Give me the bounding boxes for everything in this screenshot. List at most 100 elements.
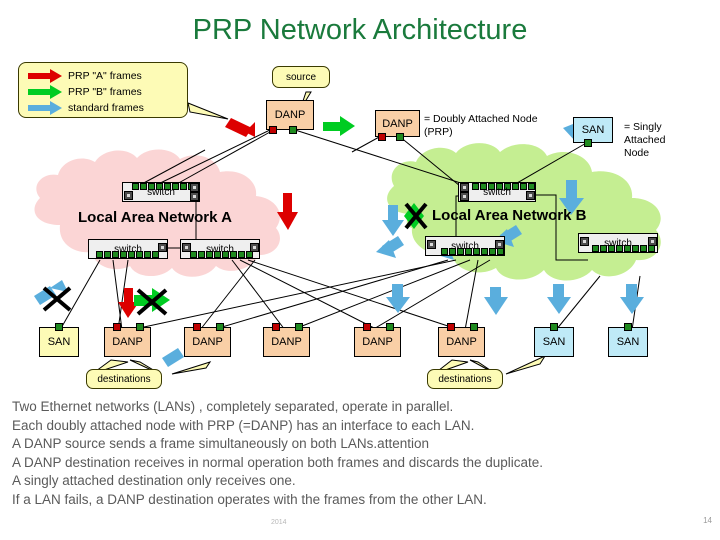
destination-node-4-label: DANP [271, 336, 302, 348]
blue-arrow-lan-b-1 [559, 180, 584, 215]
switch-lan-b-bl-ports [441, 248, 504, 255]
blue-arrow-lan-b-8 [34, 280, 68, 305]
green-arrow-source [323, 116, 355, 136]
green-arrow-icon [28, 85, 62, 99]
switch-lan-b-bl-sideport-right [495, 240, 504, 249]
destination-node-4-port-a [272, 323, 280, 331]
description-line-3: A DANP source sends a frame simultaneous… [12, 436, 429, 452]
destination-node-3-port-b [216, 323, 224, 331]
destination-node-1-san[interactable]: SAN [39, 327, 79, 357]
key-san-node: SAN [573, 117, 613, 143]
switch-lan-a-top-ports [132, 183, 195, 190]
destination-node-3-port-a [193, 323, 201, 331]
destination-node-8-label: SAN [616, 336, 640, 348]
x-mark-blue-left [42, 286, 72, 312]
failure-x-marks [42, 202, 428, 316]
key-danp-definition: = Doubly Attached Node (PRP) [424, 113, 538, 138]
cloud-label-lan-b: Local Area Network B [432, 207, 587, 224]
destination-node-3-danp[interactable]: DANP [184, 327, 231, 357]
legend-row-prp-b: PRP "B" frames [28, 84, 144, 100]
switch-lan-a-br-sideport-left [182, 243, 191, 252]
legend-rows: PRP "A" frames PRP "B" frames standard f… [28, 68, 144, 116]
source-danp-node[interactable]: DANP [266, 100, 314, 130]
source-danp-label: DANP [274, 109, 306, 121]
destination-node-1-port [55, 323, 63, 331]
description-line-4: A DANP destination receives in normal op… [12, 454, 544, 470]
switch-lan-b-bottom-left-label: switch [451, 240, 479, 252]
x-mark-green-left [136, 288, 168, 316]
destination-node-6-danp[interactable]: DANP [438, 327, 485, 357]
switch-lan-b-bottom-right-label: switch [604, 237, 632, 249]
red-arrow-source [225, 118, 255, 137]
destination-node-7-port [550, 323, 558, 331]
switch-lan-a-bottom-left-label: switch [114, 243, 142, 255]
blue-arrow-lan-b-3 [376, 236, 404, 258]
blue-arrow-lan-b-7 [386, 284, 410, 313]
key-san-port [584, 139, 592, 147]
blue-arrow-lan-b-6 [484, 287, 508, 315]
destination-node-8-san[interactable]: SAN [608, 327, 648, 357]
destination-node-8-port [624, 323, 632, 331]
legend-row-standard: standard frames [28, 100, 144, 116]
year-watermark: 2014 [271, 519, 287, 526]
legend-label-standard: standard frames [68, 102, 144, 114]
blue-arrow-lan-b-9 [162, 348, 184, 367]
x-mark-lan-b [404, 202, 428, 230]
page-title: PRP Network Architecture [192, 14, 528, 46]
callout-destinations-left: destinations [86, 369, 162, 389]
destination-node-2-port-a [113, 323, 121, 331]
destination-node-6-port-b [470, 323, 478, 331]
destination-node-6-label: DANP [446, 336, 477, 348]
destination-node-2-label: DANP [112, 336, 143, 348]
callout-destinations-right: destinations [427, 369, 503, 389]
destination-node-5-port-b [386, 323, 394, 331]
legend-label-prp-b: PRP "B" frames [68, 86, 142, 98]
destination-node-7-label: SAN [542, 336, 566, 348]
destination-node-7-san[interactable]: SAN [534, 327, 574, 357]
blue-arrow-san-left [547, 284, 571, 314]
destination-node-1-label: SAN [47, 336, 71, 348]
switch-lan-b-top-sideport-l1 [460, 183, 469, 192]
blue-arrow-san-right [620, 284, 644, 314]
switch-lan-b-top-ports [472, 183, 535, 190]
destination-node-3-label: DANP [192, 336, 223, 348]
switch-lan-b-br-ports [592, 245, 655, 252]
red-arrow-destination [118, 288, 139, 318]
destination-node-4-danp[interactable]: DANP [263, 327, 310, 357]
destination-node-5-danp[interactable]: DANP [354, 327, 401, 357]
destination-node-2-danp[interactable]: DANP [104, 327, 151, 357]
key-danp-port-b [396, 133, 404, 141]
switch-lan-a-bl-sideport [158, 243, 167, 252]
description-line-1: Two Ethernet networks (LANs) , completel… [12, 399, 454, 414]
destination-node-6-port-a [447, 323, 455, 331]
description-line-6: If a LAN fails, a DANP destination opera… [12, 491, 487, 507]
source-port-a [269, 126, 277, 134]
description-line-5: A singly attached destination only recei… [12, 473, 296, 489]
switch-lan-a-top-sideport-r1 [190, 183, 199, 192]
switch-lan-a-bottom-right-label: switch [206, 243, 234, 255]
switch-lan-b-bl-sideport-left [427, 240, 436, 249]
key-danp-label: DANP [382, 117, 413, 130]
callout-source: source [272, 66, 330, 88]
blue-arrow-lan-b-2 [382, 205, 404, 236]
switch-lan-b-br-sideport-left [580, 237, 589, 246]
destination-node-4-port-b [295, 323, 303, 331]
page-number: 14 [703, 516, 712, 525]
switch-lan-a-top-sideport-left [124, 191, 133, 200]
switch-lan-a-br-sideport-right [250, 243, 259, 252]
switch-lan-b-br-sideport-right [648, 237, 657, 246]
key-san-label: SAN [581, 124, 605, 136]
destination-node-2-port-b [136, 323, 144, 331]
switch-lan-a-br-ports [190, 251, 253, 258]
legend-box: PRP "A" frames PRP "B" frames standard f… [18, 62, 188, 118]
legend-row-prp-a: PRP "A" frames [28, 68, 144, 84]
key-danp-port-a [378, 133, 386, 141]
key-danp-node: DANP [375, 110, 420, 137]
key-san-definition: = Singly Attached Node [624, 121, 666, 159]
legend-label-prp-a: PRP "A" frames [68, 70, 142, 82]
red-arrow-lan-a [277, 193, 298, 230]
switch-lan-b-top-sideport-l2 [460, 192, 469, 201]
callout-tails [91, 91, 547, 375]
source-port-b [289, 126, 297, 134]
